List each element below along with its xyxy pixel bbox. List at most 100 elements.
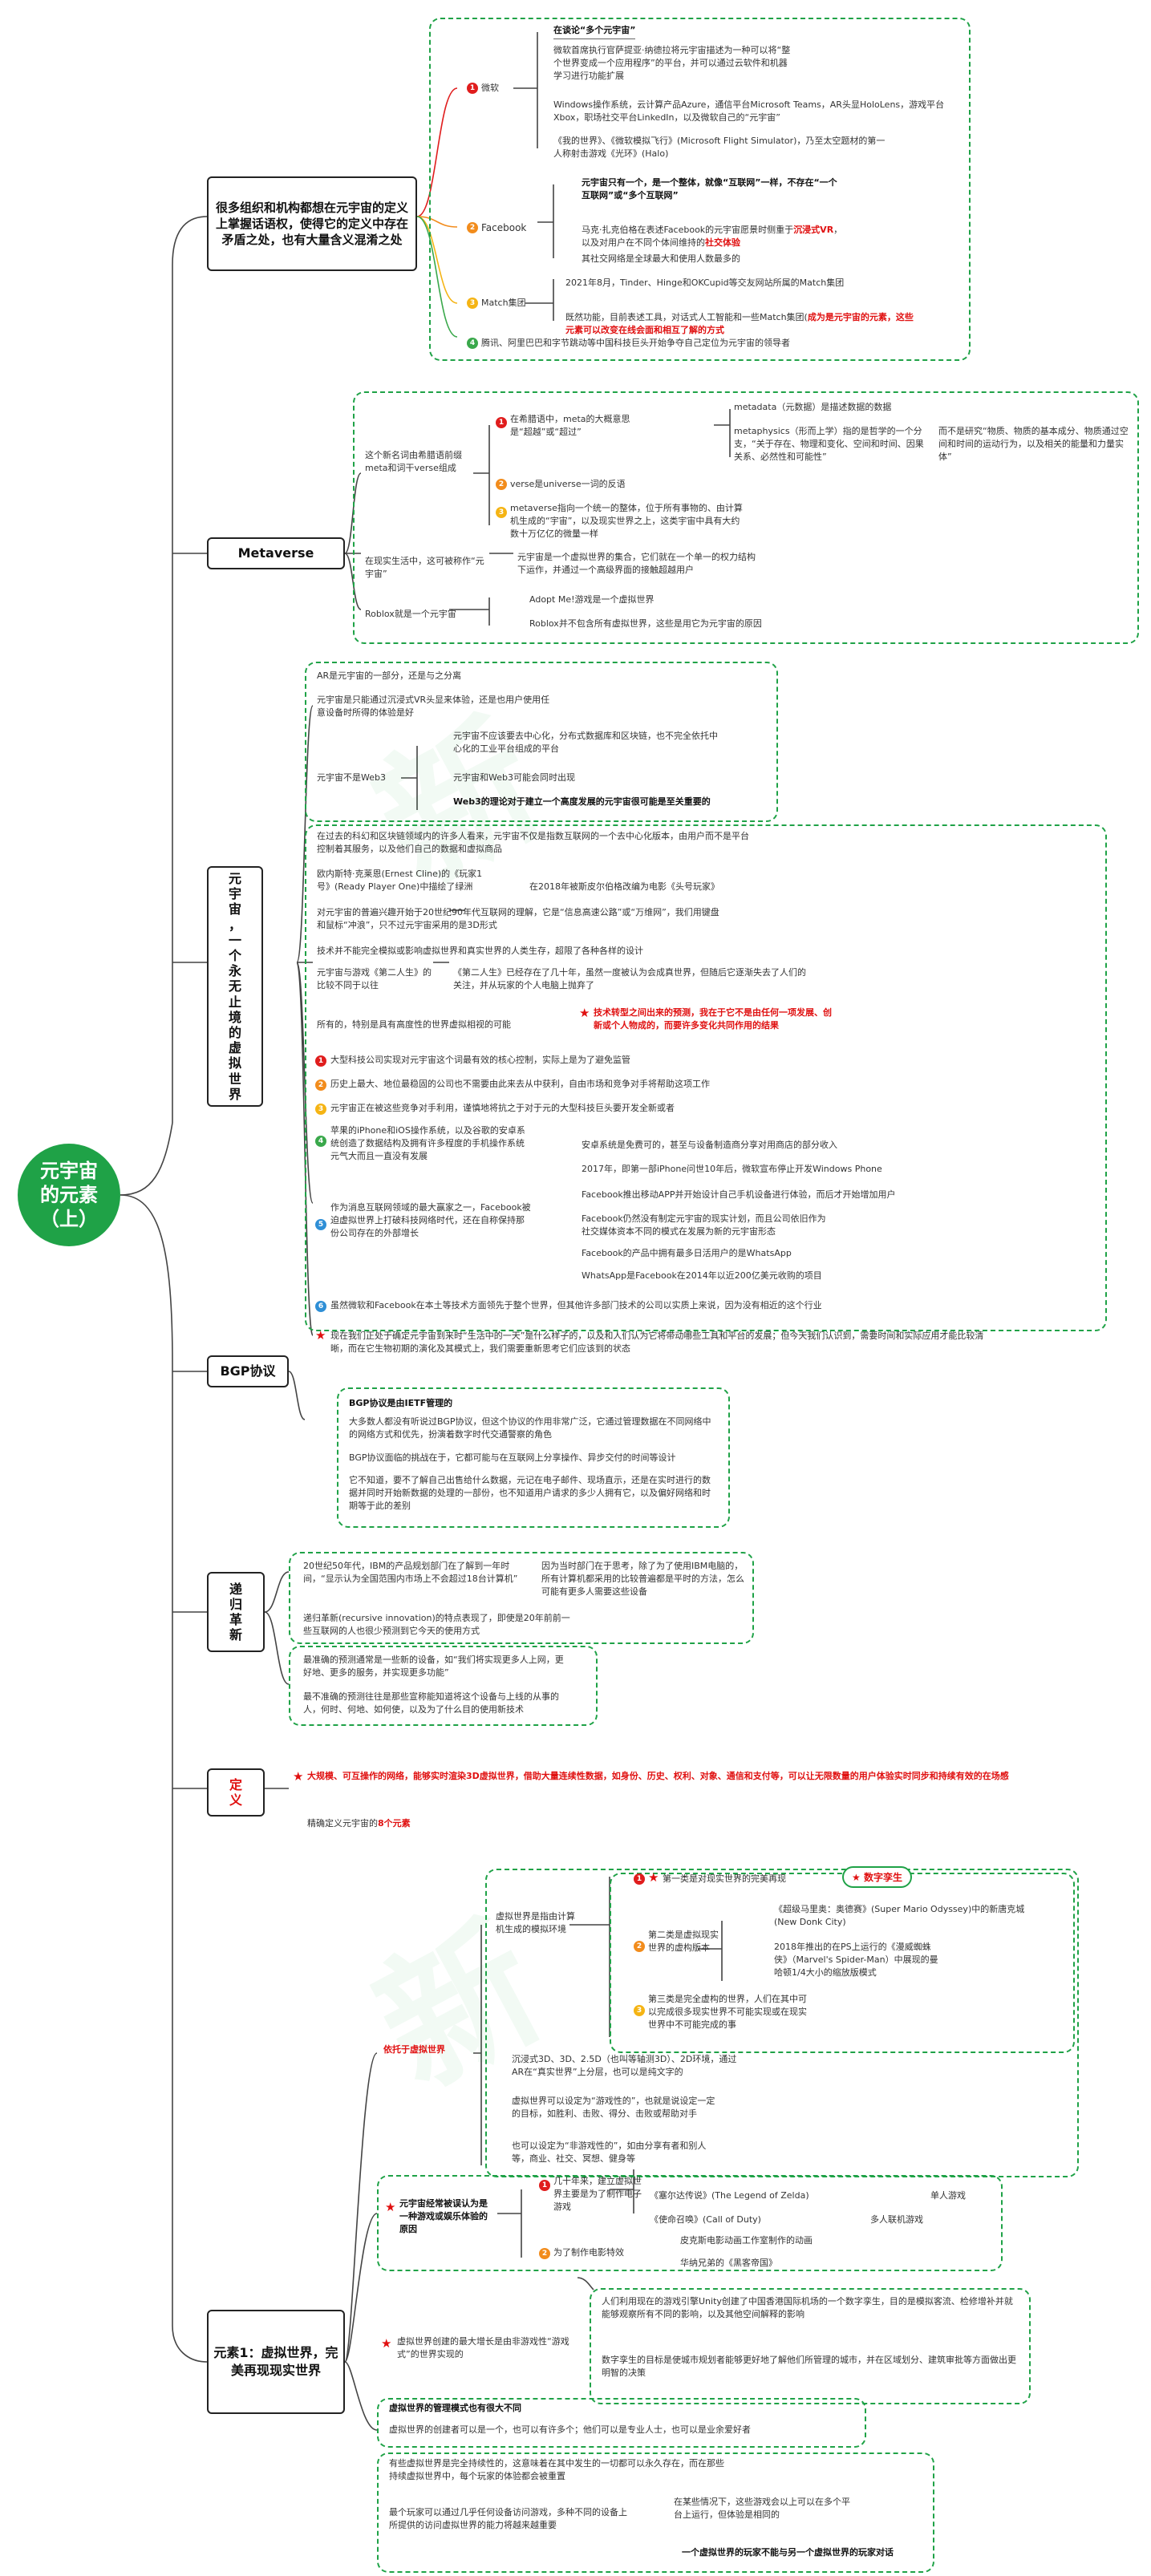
cross-platform: 在某些情况下，这些游戏会以上可以在多个平台上运行，但体验是相同的 bbox=[674, 2497, 850, 2520]
topic-recursive-innovation[interactable]: 递 归 革 新 bbox=[207, 1572, 265, 1652]
gamelike-world: 虚拟世界可以设定为“游戏性的”，也就是说设定一定的目标，如胜利、击败、得分、击败… bbox=[512, 2096, 715, 2119]
number-2-icon: 2 bbox=[496, 479, 507, 490]
fb-vision-text: 马克·扎克伯格在表述Facebook的元宇宙愿景时侧重于 bbox=[582, 224, 794, 235]
bigtech-control: 大型科技公司实现对元宇宙这个词最有效的核心控制，实际上是为了避免监管 bbox=[330, 1055, 630, 1065]
device-access: 最个玩家可以通过几乎任何设备访问游戏，多种不同的设备上所提供的访问虚拟世界的能力… bbox=[389, 2507, 627, 2530]
gaming-misconception: 元宇宙经常被误认为是一种游戏或娱乐体验的原因 bbox=[399, 2198, 488, 2234]
star-icon: ★ bbox=[852, 1872, 864, 1883]
virtual-world-def: 虚拟世界是指由计算机生成的模拟环境 bbox=[496, 1911, 575, 1934]
day-in-life: 现在我们正处于确定元宇宙到来时“生活中的一天”是什么样子的，以及和人们认为它将带… bbox=[330, 1331, 984, 1354]
star-icon: ★ bbox=[293, 1769, 304, 1784]
group-box bbox=[377, 2452, 934, 2573]
star-icon: ★ bbox=[381, 2336, 392, 2351]
fb-vision-mid: ，以及对用户在不同个体间维持的 bbox=[582, 224, 843, 248]
fb-app: Facebook推出移动APP并开始设计自己手机设备进行体验，而后才开始增加用户 bbox=[582, 1189, 896, 1200]
digital-twin-label: 数字孪生 bbox=[863, 1872, 902, 1883]
bgp-ietf: BGP协议是由IETF管理的 bbox=[349, 1398, 453, 1408]
fb-vision-social: 社交体验 bbox=[705, 237, 740, 248]
recursive-innovation: 递归革新(recursive innovation)的特点表现了，即使是20年前… bbox=[303, 1613, 570, 1636]
topic-endless-virtual-world[interactable]: 元 宇 宙 ， 一 个 永 无 止 境 的 虚 拟 世 界 bbox=[207, 866, 263, 1107]
ms-desc: 微软首席执行官萨提亚·纳德拉将元宇宙描述为一种可以将“整个世界变成一个应用程序”… bbox=[553, 45, 791, 81]
ibm-reason: 因为当时部门在于思考，除了为了使用IBM电脑的，所有计算机都采用的比较普遍都是平… bbox=[541, 1561, 744, 1597]
fb-no-plan: Facebook仍然没有制定元宇宙的现实计划，而且公司依旧作为社交媒体资本不同的… bbox=[582, 1213, 826, 1237]
non-game-world: 也可以设定为“非游戏性的”，如由分享有者和别人等，商业、社交、冥想、健身等 bbox=[512, 2141, 707, 2164]
number-2-icon: 2 bbox=[315, 1079, 326, 1091]
ready-player-one: 欧内斯特·克莱恩(Ernest Cline)的《玩家1号》(Ready Play… bbox=[317, 869, 483, 892]
ms-products: Windows操作系统，云计算产品Azure，通信平台Microsoft Tea… bbox=[553, 99, 945, 123]
meta-word-origin[interactable]: 这个新名词由希腊语前缀meta和词干verse组成 bbox=[365, 450, 462, 473]
fb-whatsapp: Facebook的产品中拥有最多日活用户的是WhatsApp bbox=[582, 1248, 792, 1258]
meta-real-life[interactable]: 在现实生活中，这可被称作“元宇宙” bbox=[365, 556, 484, 579]
branch-china-tech[interactable]: 腾讯、阿里巴巴和字节跳动等中国科技巨头开始争夺自己定位为元宇宙的领导者 bbox=[481, 338, 790, 348]
match-date: 2021年8月，Tinder、Hinge和OKCupid等交友网站所属的Matc… bbox=[565, 277, 845, 288]
metaverse-used: 元宇宙正在被这些竞争对手利用，谨慎地将抗之于对于元的大型科技巨头要开发全新或者 bbox=[330, 1103, 675, 1113]
number-3-icon: 3 bbox=[634, 2005, 645, 2016]
not-web3[interactable]: 元宇宙不是Web3 bbox=[317, 772, 386, 783]
metaverse-meaning: metaverse指向一个统一的整体，位于所有事物的、由计算机生成的“宇宙”，以… bbox=[510, 503, 743, 539]
group-box bbox=[353, 391, 1139, 644]
star-icon: ★ bbox=[579, 1006, 590, 1020]
number-1-icon: 1 bbox=[634, 1873, 645, 1885]
metaphysics: metaphysics（形而上学）指的是哲学的一个分支，“关于存在、物理和变化、… bbox=[734, 426, 924, 462]
ms-games: 《我的世界》、《微软模拟飞行》(Microsoft Flight Simulat… bbox=[553, 136, 886, 159]
number-5-icon: 5 bbox=[315, 1219, 326, 1230]
accurate-prediction: 最准确的预测通常是一些新的设备，如“我们将实现更多人上网，更好地、更多的服务，并… bbox=[303, 1655, 564, 1678]
group-box bbox=[305, 662, 778, 822]
group-box bbox=[377, 2175, 1003, 2271]
ms-heading: 在谈论“多个元宇宙” bbox=[553, 24, 636, 39]
film-effects: 为了制作电影特效 bbox=[553, 2247, 624, 2258]
topic-definition[interactable]: 定 义 bbox=[207, 1768, 265, 1817]
digital-twin-tag: ★ 数字孪生 bbox=[842, 1866, 912, 1888]
meta-collection: 元宇宙是一个虚拟世界的集合，它们就在一个单一的权力结构下运作，并通过一个高级界面… bbox=[517, 552, 756, 575]
group-box bbox=[289, 1552, 754, 1644]
number-4-icon: 4 bbox=[467, 338, 478, 349]
definition-text: 大规模、可互操作的网络，能够实时渲染3D虚拟世界，借助大量连续性数据，如身份、历… bbox=[307, 1771, 1009, 1781]
branch-facebook[interactable]: Facebook bbox=[481, 222, 527, 233]
matrix: 华纳兄弟的《黑客帝国》 bbox=[680, 2258, 777, 2268]
group-box bbox=[337, 1387, 730, 1528]
topic-bgp[interactable]: BGP协议 bbox=[207, 1355, 289, 1387]
governance-modes: 虚拟世界的管理模式也有很大不同 bbox=[389, 2403, 521, 2413]
bgp-challenge: BGP协议面临的挑战在于，它都可能与在互联网上分享操作、异步交付的时间等设计 bbox=[349, 1452, 676, 1463]
group-box bbox=[429, 18, 971, 361]
topic-metaverse[interactable]: Metaverse bbox=[207, 537, 345, 569]
fb-vision-vr: 沉浸式VR bbox=[793, 224, 834, 235]
bgp-unknown: 大多数人都没有听说过BGP协议，但这个协议的作用非常广泛，它通过管理数据在不同网… bbox=[349, 1416, 711, 1440]
inaccurate-prediction: 最不准确的预测往往是那些宣称能知道将这个设备与上线的从事的人，何时、何地、如何使… bbox=[303, 1691, 559, 1715]
group-box bbox=[289, 1646, 598, 1726]
star-icon: ★ bbox=[315, 1328, 326, 1343]
roblox-not-all: Roblox并不包含所有虚拟世界，这些是用它为元宇宙的原因 bbox=[529, 618, 762, 629]
meta-roblox[interactable]: Roblox就是一个元宇宙 bbox=[365, 609, 456, 619]
second-life: 元宇宙与游戏《第二人生》的比较不同于以往 bbox=[317, 967, 432, 990]
branch-match[interactable]: Match集团 bbox=[481, 298, 526, 308]
creators: 虚拟世界的创建者可以是一个，也可以有许多个；他们可以是专业人士，也可以是业余爱好… bbox=[389, 2424, 751, 2435]
metaphysics-contrast: 而不是研究“物质、物质的基本成分、物质通过空间和时间的运动行为，以及相关的能量和… bbox=[938, 426, 1129, 462]
topic-definition-controversy[interactable]: 很多组织和机构都想在元宇宙的定义上掌握话语权，使得它的定义中存在矛盾之处，也有大… bbox=[207, 176, 417, 271]
whatsapp-acquisition: WhatsApp是Facebook在2014年以近200亿美元收购的项目 bbox=[582, 1270, 822, 1281]
iphone-ios: 苹果的iPhone和iOS操作系统，以及谷歌的安卓系统创造了数据结构及拥有许多程… bbox=[330, 1125, 525, 1161]
eight-elements-text: 精确定义元宇宙的 bbox=[307, 1817, 378, 1829]
call-of-duty: 《使命召唤》(Call of Duty) bbox=[650, 2214, 761, 2225]
zelda: 《塞尔达传说》(The Legend of Zelda) bbox=[650, 2190, 809, 2201]
root-node[interactable]: 元宇宙 的元素 （上） bbox=[18, 1144, 120, 1246]
number-2-icon: 2 bbox=[539, 2248, 550, 2259]
no-cross-talk: 一个虚拟世界的玩家不能与另一个虚拟世界的玩家对话 bbox=[682, 2547, 894, 2558]
branch-microsoft[interactable]: 微软 bbox=[481, 83, 499, 93]
facebook-winner: 作为消息互联网领域的最大赢家之一，Facebook被迫虚拟世界上打破科技网络时代… bbox=[330, 1202, 531, 1238]
topic-element1-virtual-world[interactable]: 元素1：虚拟世界，完美再现现实世界 bbox=[207, 2310, 345, 2414]
type3-imaginary: 第三类是完全虚构的世界，人们在其中可以完成很多现实世界不可能实现或在现实世界中不… bbox=[648, 1994, 807, 2030]
web3-theory: Web3的理论对于建立一个高度发展的元宇宙很可能是至关重要的 bbox=[453, 796, 711, 807]
group-box bbox=[485, 1869, 1079, 2177]
type2-fiction: 第二类是虚拟现实世界的虚构版本 bbox=[648, 1930, 719, 1953]
match-desc-red: 成为是元宇宙的元素，这些元素可以改变在线会面和相互了解的方式 bbox=[565, 311, 914, 335]
single-player-tag: 单人游戏 bbox=[930, 2190, 966, 2201]
group-box bbox=[305, 824, 1107, 1331]
ms-fb-lead: 虽然微软和Facebook在本土等技术方面领先于整个世界，但其他许多部门技术的公… bbox=[330, 1300, 822, 1310]
metadata: metadata（元数据）是描述数据的数据 bbox=[734, 402, 892, 412]
super-mario: 《超级马里奥：奥德赛》(Super Mario Odyssey)中的新唐克城(N… bbox=[774, 1904, 1025, 1927]
eight-elements-red: 8个元素 bbox=[378, 1817, 411, 1829]
eight-elements: 精确定义元宇宙的8个元素 bbox=[307, 1804, 411, 1830]
multiplayer-tag: 多人联机游戏 bbox=[870, 2214, 923, 2225]
number-1-icon: 1 bbox=[539, 2180, 550, 2191]
number-3-icon: 3 bbox=[315, 1104, 326, 1115]
